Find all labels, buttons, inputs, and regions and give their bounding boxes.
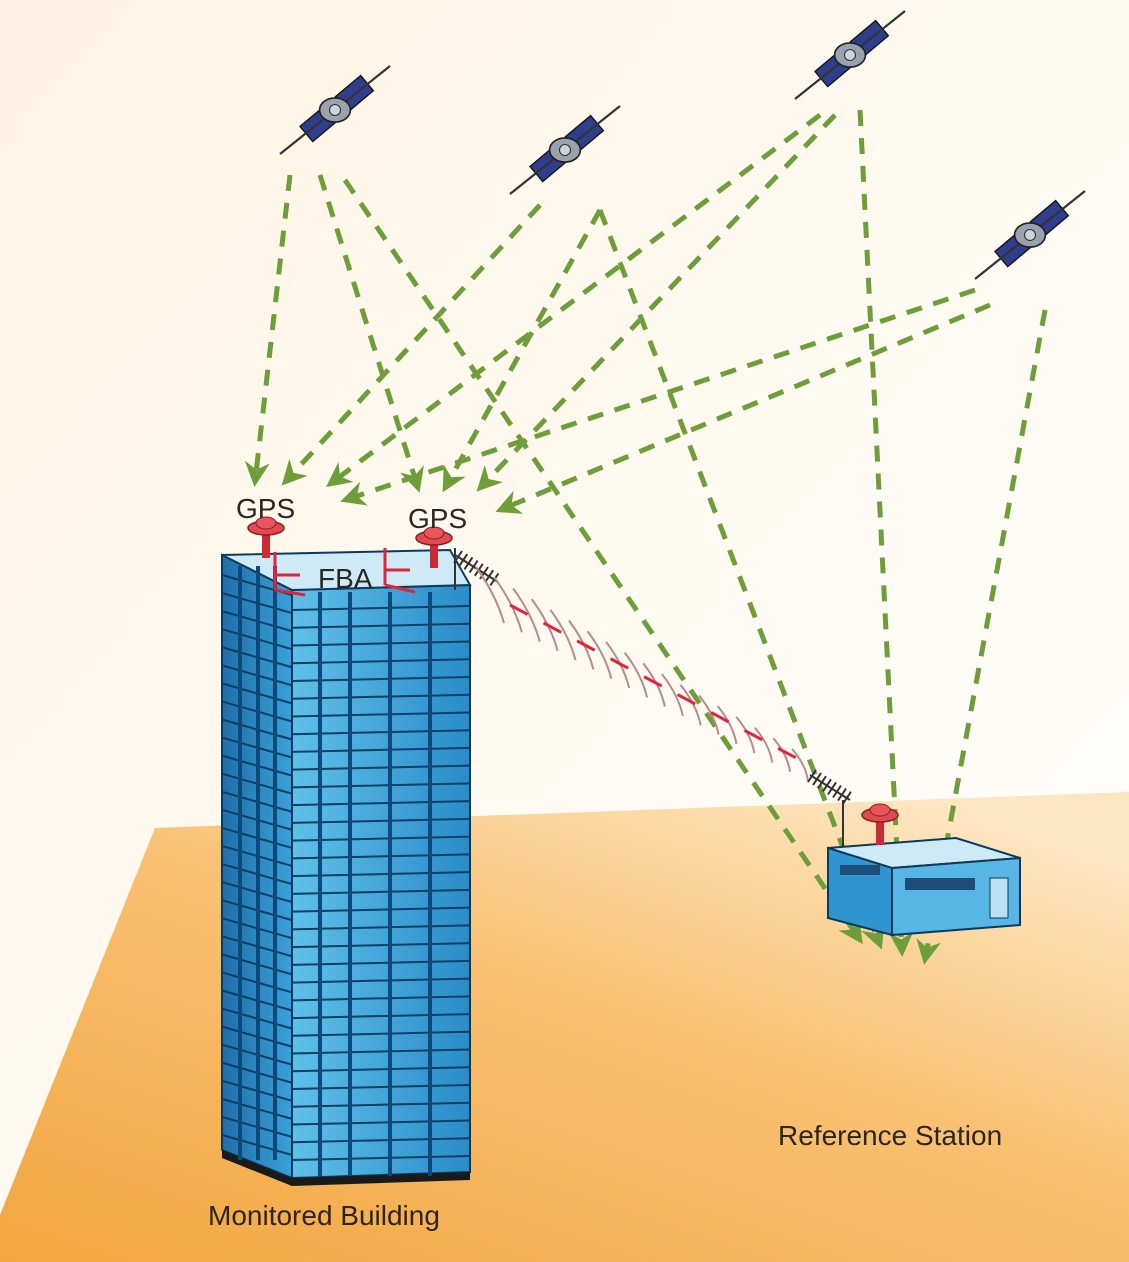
radio-wave bbox=[735, 716, 756, 754]
yagi-element bbox=[489, 572, 500, 586]
yagi-element bbox=[812, 772, 822, 786]
building-roof bbox=[221, 548, 472, 592]
signal-line bbox=[597, 209, 885, 950]
fba-axes bbox=[273, 548, 416, 597]
radio-wave bbox=[512, 587, 541, 642]
yagi-element bbox=[832, 784, 842, 799]
yagi-element bbox=[453, 550, 463, 564]
yagi-element bbox=[458, 553, 469, 567]
radio-wave bbox=[754, 726, 774, 763]
yagi-element bbox=[837, 788, 847, 802]
radio-wave bbox=[698, 694, 720, 735]
gps-label-left: GPS bbox=[236, 493, 295, 524]
yagi-element bbox=[484, 569, 495, 583]
radio-wave bbox=[772, 737, 792, 772]
gps-label-right: GPS bbox=[408, 503, 467, 534]
station-icon bbox=[807, 769, 1021, 937]
signal-line bbox=[281, 203, 542, 486]
yagi-element bbox=[807, 769, 817, 783]
radio-wave bbox=[791, 748, 809, 782]
signal-line bbox=[442, 208, 603, 493]
yagi-element bbox=[468, 560, 479, 574]
signal-line bbox=[342, 178, 863, 945]
yagi-element bbox=[463, 556, 474, 570]
building-icon bbox=[221, 548, 472, 1186]
fba-label: FBA bbox=[318, 563, 373, 594]
radio-wave bbox=[586, 630, 613, 680]
radio-wave bbox=[679, 684, 702, 726]
yagi-element bbox=[479, 566, 489, 580]
radio-wave bbox=[549, 609, 577, 661]
signal-line bbox=[476, 113, 837, 492]
yagi-element bbox=[817, 775, 827, 789]
radio-wave bbox=[623, 652, 649, 698]
radio-wave bbox=[716, 705, 738, 745]
radio-wave bbox=[475, 566, 505, 624]
signal-line bbox=[244, 174, 293, 487]
yagi-element bbox=[827, 781, 837, 795]
signal-line bbox=[495, 302, 991, 514]
radio-wave bbox=[661, 673, 684, 717]
signal-line bbox=[326, 113, 822, 488]
monitored-building-label: Monitored Building bbox=[208, 1200, 440, 1231]
radio-link bbox=[475, 566, 809, 782]
yagi-element bbox=[842, 791, 852, 805]
reference-station-label: Reference Station bbox=[778, 1120, 1002, 1151]
yagi-element bbox=[822, 778, 832, 792]
